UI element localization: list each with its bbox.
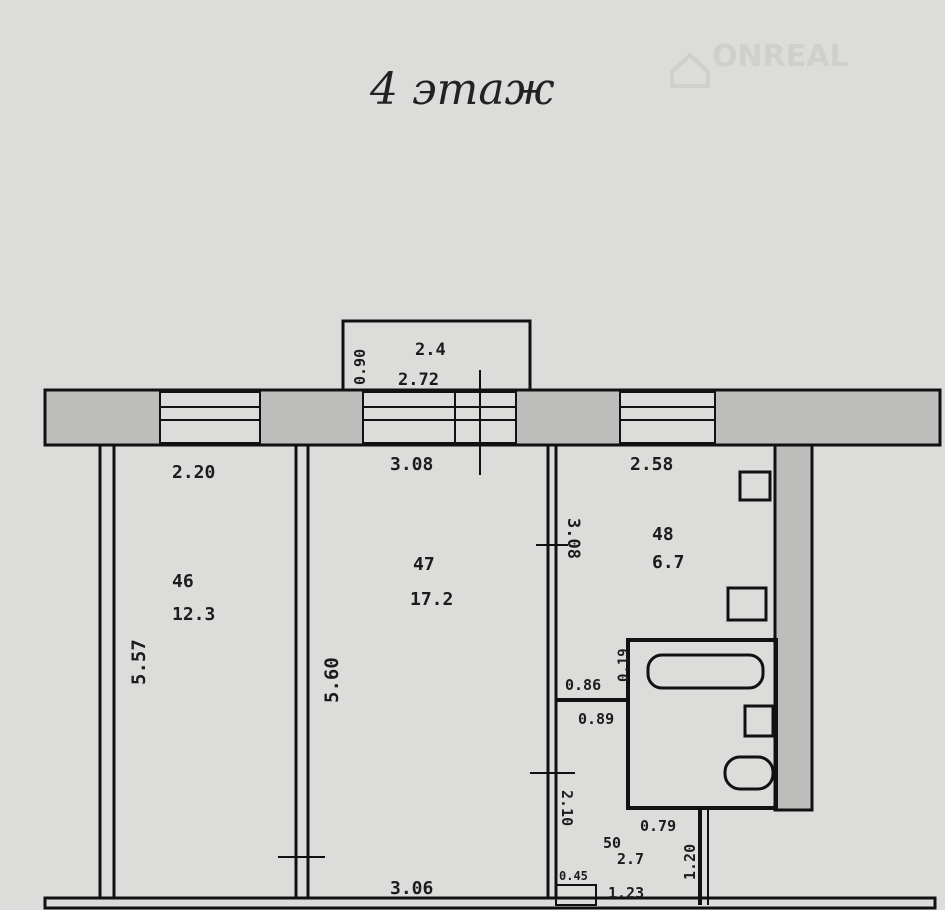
room-46-area: 12.3 xyxy=(172,604,215,625)
room-48-area: 6.7 xyxy=(652,552,685,573)
bathroom-dim-c: 0.89 xyxy=(578,710,614,728)
svg-text:ONREAL: ONREAL xyxy=(712,39,849,74)
room-48-width: 2.58 xyxy=(630,454,673,475)
balcony-depth: 0.90 xyxy=(351,349,369,385)
bottom-wall xyxy=(43,896,937,910)
closet xyxy=(555,884,597,906)
exterior-wall xyxy=(43,370,942,475)
partition-46-47 xyxy=(294,443,310,907)
washbasin-icon xyxy=(743,704,775,738)
balcony-length: 2.72 xyxy=(398,370,439,390)
kitchen-wall xyxy=(773,443,814,812)
room-46-number: 46 xyxy=(172,571,194,592)
room-50-area: 2.7 xyxy=(617,850,644,868)
sink-icon xyxy=(738,470,772,502)
room-47-length: 5.60 xyxy=(321,657,343,703)
room-50-depth: 1.20 xyxy=(681,844,699,880)
toilet-icon xyxy=(723,755,775,791)
room-50-length: 2.10 xyxy=(558,790,576,826)
room-48-number: 48 xyxy=(652,524,674,545)
room-46-width: 2.20 xyxy=(172,462,215,483)
room-47-bottom-width: 3.06 xyxy=(390,878,433,899)
wall-left xyxy=(98,443,116,907)
balcony-width: 2.4 xyxy=(415,340,446,360)
room-50-width: 1.23 xyxy=(608,884,644,902)
room-46-length: 5.57 xyxy=(128,639,150,685)
bathroom-dim-b: 0.19 xyxy=(616,648,632,682)
watermark-logo: ONREAL xyxy=(670,39,849,88)
stove-icon xyxy=(726,586,768,622)
room-47-number: 47 xyxy=(413,554,435,575)
floor-title: 4 этаж xyxy=(369,64,555,115)
room-47-area: 17.2 xyxy=(410,589,453,610)
partition-47-48 xyxy=(546,443,558,907)
bathroom-door-width: 0.79 xyxy=(640,817,676,835)
room-48-length: 3.08 xyxy=(563,518,583,559)
bathtub-icon xyxy=(646,653,765,690)
bathroom-dim-a: 0.86 xyxy=(565,676,601,694)
room-50-closet: 0.45 xyxy=(559,869,588,883)
room-47-width: 3.08 xyxy=(390,454,433,475)
room-50-number: 50 xyxy=(603,834,621,852)
